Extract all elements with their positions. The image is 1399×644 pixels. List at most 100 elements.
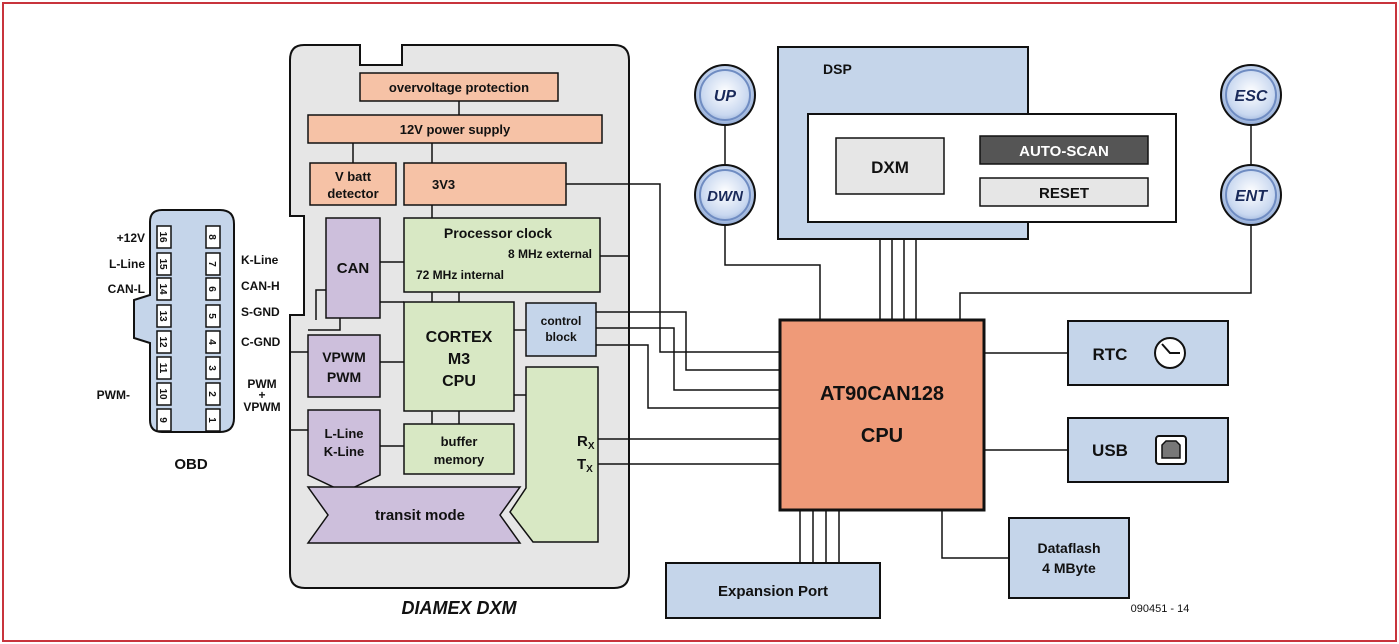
vbatt-label-2: detector	[327, 186, 378, 201]
power-supply-label: 12V power supply	[400, 122, 511, 137]
button-esc-label: ESC	[1235, 88, 1268, 105]
v3v3-block	[403, 162, 567, 206]
button-up-label: UP	[714, 88, 737, 105]
rtc-block	[1067, 320, 1229, 386]
obd-pin-1: 1	[206, 417, 217, 423]
button-ent[interactable]: ENT	[1220, 164, 1282, 226]
rtc-label: RTC	[1093, 345, 1128, 364]
cortex-label-2: M3	[448, 351, 470, 368]
button-esc[interactable]: ESC	[1220, 64, 1282, 126]
dsp-title: DSP	[823, 61, 852, 77]
buffer-label-2: memory	[434, 452, 485, 467]
obd-label-pwm-minus: PWM-	[97, 388, 130, 402]
reset-item	[979, 177, 1149, 207]
buffer-memory-block	[403, 423, 515, 475]
processor-clock-block	[403, 217, 601, 293]
obd-label-12v: +12V	[117, 231, 145, 245]
button-dwn[interactable]: DWN	[694, 164, 756, 226]
cortex-label-3: CPU	[442, 373, 476, 390]
buffer-label-1: buffer	[441, 434, 478, 449]
obd-pin-column-left: 16 15 14 13 12 11 10 9	[156, 225, 172, 432]
obd-pin-12: 12	[157, 336, 168, 348]
obd-pin-3: 3	[206, 365, 217, 371]
vbatt-label-1: V batt	[335, 169, 372, 184]
obd-pin-11: 11	[157, 363, 168, 374]
obd-label-vpwm: VPWM	[243, 400, 280, 414]
l-line-label: L-Line	[325, 426, 364, 441]
reset-label: RESET	[1039, 185, 1089, 202]
obd-pin-2: 2	[206, 391, 217, 397]
can-block	[325, 217, 381, 319]
clock-icon	[1154, 337, 1186, 369]
obd-pin-13: 13	[157, 310, 168, 322]
expansion-port-label: Expansion Port	[718, 583, 828, 600]
processor-clock-external: 8 MHz external	[508, 247, 592, 261]
obd-pin-7: 7	[206, 261, 217, 267]
control-block-label-2: block	[545, 330, 577, 344]
dataflash-label-1: Dataflash	[1037, 540, 1100, 556]
power-supply-block	[307, 114, 603, 144]
obd-caption: OBD	[174, 456, 208, 473]
dsp-display: DSP DXM AUTO-SCAN RESET	[777, 46, 1177, 240]
dsp-dxm-field	[835, 137, 945, 195]
obd-label-k-line: K-Line	[241, 253, 279, 267]
obd-pin-15: 15	[157, 258, 168, 270]
usb-port-icon	[1155, 435, 1187, 465]
obd-label-plus: +	[258, 388, 265, 402]
uart-block	[509, 366, 599, 543]
auto-scan-item	[979, 135, 1149, 165]
dxm-internal-wiring	[290, 101, 629, 447]
obd-pin-6: 6	[206, 286, 217, 292]
auto-scan-label: AUTO-SCAN	[1019, 143, 1109, 160]
obd-pin-10: 10	[157, 388, 168, 400]
dxm-caption: DIAMEX DXM	[401, 598, 517, 618]
expansion-port-block	[665, 562, 881, 619]
dsp-dxm-label: DXM	[871, 158, 909, 177]
vpwm-label-1: VPWM	[322, 349, 366, 365]
processor-clock-internal: 72 MHz internal	[416, 268, 504, 282]
obd-pin-8: 8	[206, 234, 217, 240]
obd-pin-5: 5	[206, 313, 217, 319]
usb-label: USB	[1092, 441, 1128, 460]
transit-mode-label: transit mode	[375, 507, 465, 524]
cortex-label-1: CORTEX	[426, 329, 493, 346]
cpu-block	[778, 318, 986, 512]
usb-block	[1067, 417, 1229, 483]
button-dwn-label: DWN	[707, 188, 744, 205]
obd-pin-4: 4	[206, 339, 217, 345]
button-up[interactable]: UP	[694, 64, 756, 126]
vpwm-label-2: PWM	[327, 369, 361, 385]
vpwm-pwm-block	[307, 334, 381, 398]
overvoltage-protection-label: overvoltage protection	[389, 80, 529, 95]
obd-pin-16: 16	[157, 231, 168, 243]
obd-label-pwm: PWM	[247, 377, 276, 391]
button-ent-label: ENT	[1235, 188, 1268, 205]
obd-label-can-l: CAN-L	[108, 282, 145, 296]
dataflash-block	[1008, 517, 1130, 599]
can-label: CAN	[337, 260, 370, 277]
k-line-label: K-Line	[324, 444, 364, 459]
dxm-module: overvoltage protection 12V power supply …	[289, 44, 630, 618]
obd-label-s-gnd: S-GND	[241, 305, 280, 319]
obd-pin-column-right: 8 7 6 5 4 3 2 1	[205, 225, 221, 432]
processor-clock-title: Processor clock	[444, 225, 552, 241]
external-wiring	[566, 125, 1252, 563]
obd-pin-14: 14	[157, 283, 168, 295]
transit-mode-block	[306, 486, 522, 544]
control-block	[525, 302, 597, 357]
figure-id: 090451 - 14	[1131, 603, 1190, 615]
obd-label-l-line: L-Line	[109, 257, 145, 271]
obd-connector: 16 15 14 13 12 11 10 9 8 7 6 5 4 3 2 1 +…	[97, 209, 281, 473]
tx-label: TX	[577, 456, 593, 475]
cpu-label-1: AT90CAN128	[820, 383, 944, 405]
obd-label-c-gnd: C-GND	[241, 335, 281, 349]
obd-label-can-h: CAN-H	[241, 279, 280, 293]
obd-pin-9: 9	[157, 417, 168, 423]
l-line-k-line-block	[307, 409, 381, 493]
control-block-label-1: control	[541, 314, 582, 328]
overvoltage-protection-block	[359, 72, 559, 102]
v3v3-label: 3V3	[432, 177, 455, 192]
cpu-label-2: CPU	[861, 425, 903, 447]
